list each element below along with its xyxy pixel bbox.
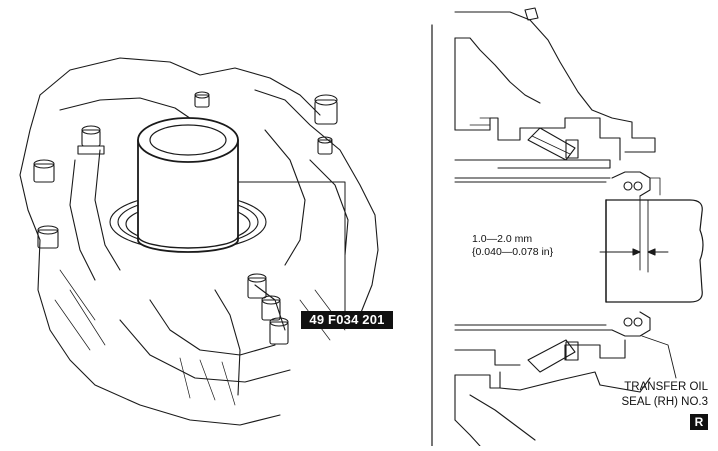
oil-seal-lower	[611, 311, 651, 337]
seal-label-line2: SEAL (RH) NO.3	[621, 396, 708, 408]
clearance-spec-label: 1.0—2.0 mm {0.040—0.078 in}	[472, 233, 592, 259]
clearance-dimension	[599, 248, 669, 256]
housing-bolt	[194, 91, 210, 108]
left-figure-drawing	[19, 57, 379, 426]
oil-seal-upper	[611, 171, 661, 197]
clearance-mm: 1.0—2.0 mm	[472, 233, 533, 245]
housing-bolt	[314, 94, 338, 125]
rhd-marker-badge: R	[690, 414, 708, 430]
seal-label-line1: TRANSFER OIL	[624, 381, 708, 393]
lower-bearing	[527, 339, 579, 373]
seal-installer-tool	[137, 117, 239, 253]
clearance-in: {0.040—0.078 in}	[472, 246, 554, 258]
right-figure-drawing	[454, 7, 704, 447]
drive-shaft	[454, 177, 613, 331]
housing-bolt	[317, 136, 333, 155]
housing-bolt	[247, 273, 267, 299]
tool-number-label: 49 F034 201	[301, 311, 393, 329]
housing-bolt	[77, 125, 105, 155]
housing-bolt	[269, 317, 289, 345]
upper-bearing	[527, 127, 579, 161]
housing-bolt	[37, 225, 59, 249]
seal-part-label: TRANSFER OIL SEAL (RH) NO.3	[596, 380, 708, 410]
housing-bolt	[33, 159, 55, 183]
